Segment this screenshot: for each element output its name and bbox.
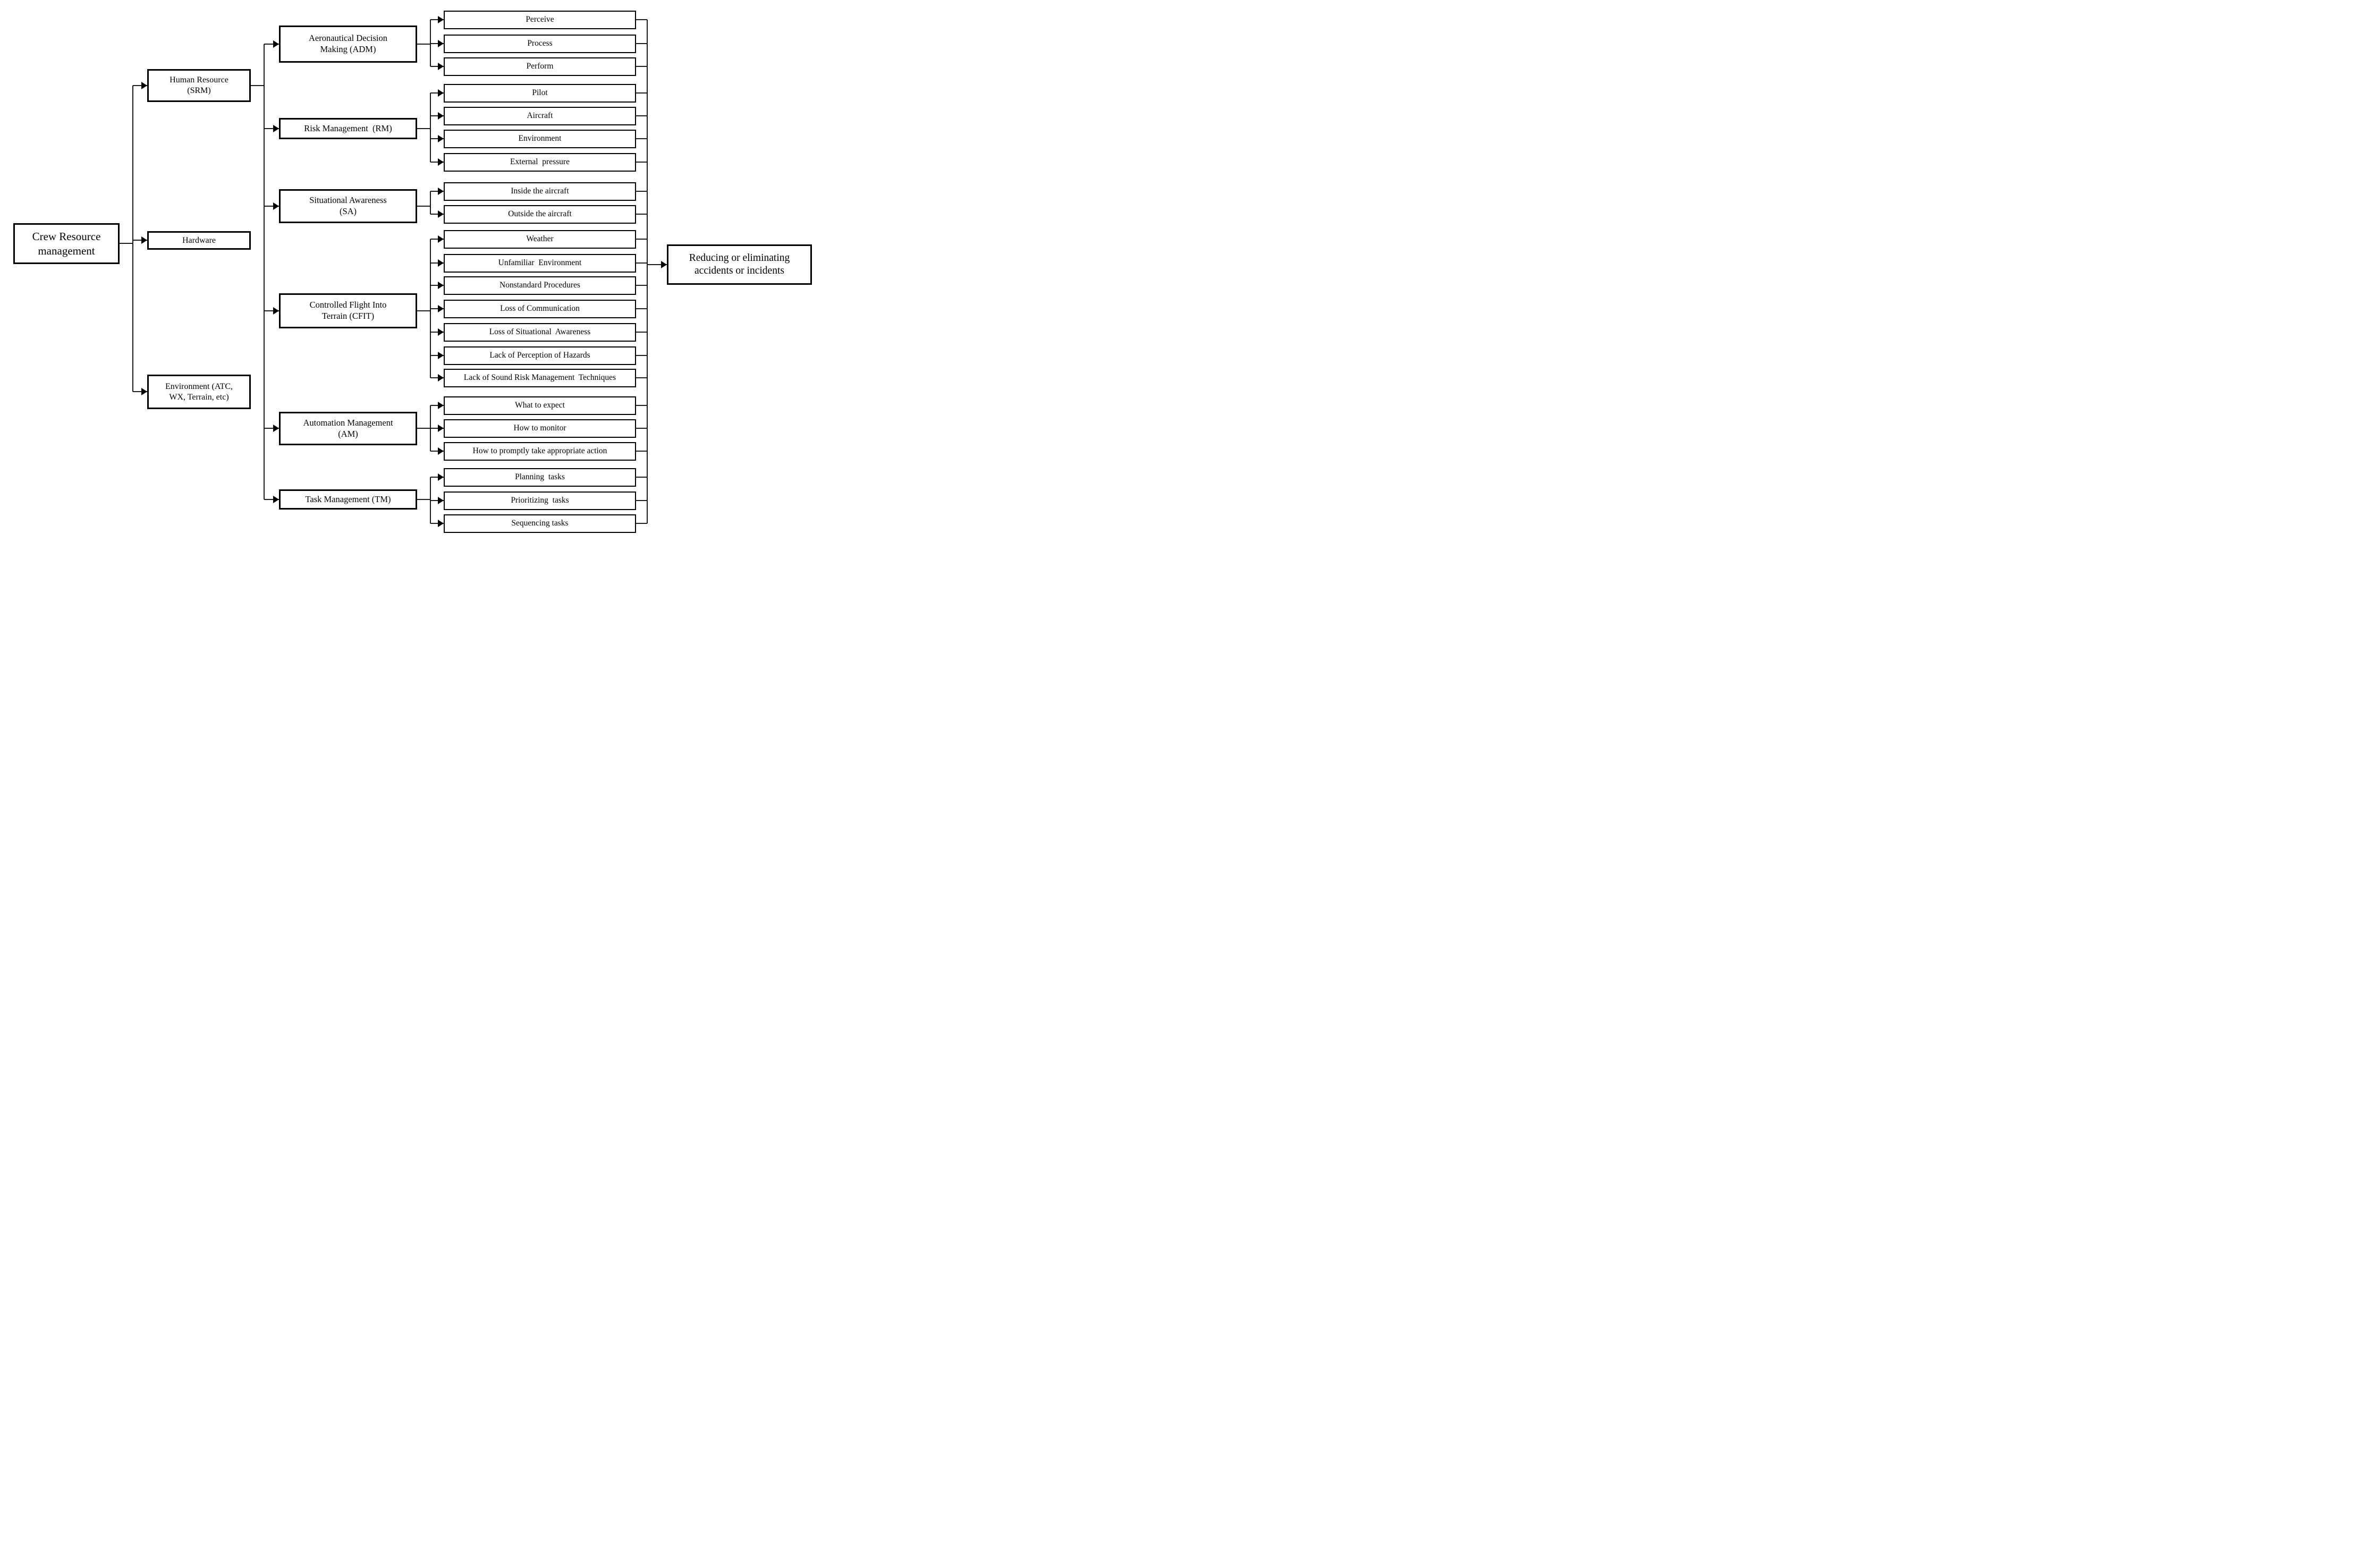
node-label: Hardware — [182, 235, 216, 245]
leaf-label: Unfamiliar Environment — [498, 258, 582, 268]
leaf-label: Outside the aircraft — [508, 209, 572, 219]
node-task-management: Task Management (TM) — [279, 489, 417, 510]
node-crew-resource-management: Crew Resource management — [13, 223, 120, 264]
node-label: Crew Resource management — [32, 230, 101, 257]
node-label: Risk Management (RM) — [304, 123, 392, 133]
leaf-perceive: Perceive — [444, 10, 636, 29]
leaf-label: Inside the aircraft — [511, 187, 569, 196]
leaf-perform: Perform — [444, 57, 636, 76]
node-label: Human Resource (SRM) — [170, 75, 228, 95]
node-controlled-flight-into-terrain: Controlled Flight Into Terrain (CFIT) — [279, 293, 417, 328]
leaf-label: Environment — [518, 134, 562, 143]
node-label: Automation Management (AM) — [303, 417, 393, 439]
leaf-label: Perceive — [526, 15, 554, 24]
leaf-how-to-monitor: How to monitor — [444, 419, 636, 438]
leaf-pilot: Pilot — [444, 83, 636, 103]
node-label: Reducing or eliminating accidents or inc… — [689, 252, 790, 276]
leaf-label: Perform — [526, 62, 554, 71]
leaf-weather: Weather — [444, 230, 636, 249]
leaf-label: How to promptly take appropriate action — [472, 446, 607, 456]
leaf-label: Loss of Situational Awareness — [489, 327, 591, 337]
node-situational-awareness: Situational Awareness (SA) — [279, 189, 417, 223]
leaf-label: External pressure — [510, 157, 570, 167]
leaf-label: Weather — [526, 234, 554, 244]
leaf-sequencing-tasks: Sequencing tasks — [444, 514, 636, 533]
leaf-inside-the-aircraft: Inside the aircraft — [444, 182, 636, 201]
node-environment-atc-wx-terrain: Environment (ATC, WX, Terrain, etc) — [147, 375, 251, 409]
collector-stubs — [636, 19, 647, 524]
leaf-outside-the-aircraft: Outside the aircraft — [444, 205, 636, 224]
leaf-label: Loss of Communication — [500, 304, 580, 313]
crm-flow-diagram: Crew Resource management Human Resource … — [0, 0, 821, 541]
leaf-loss-of-communication: Loss of Communication — [444, 299, 636, 318]
node-label: Task Management (TM) — [305, 494, 391, 504]
leaf-label: Prioritizing tasks — [511, 496, 569, 505]
leaf-label: What to expect — [515, 401, 565, 410]
leaf-label: Process — [527, 39, 553, 48]
node-label: Situational Awareness (SA) — [309, 195, 387, 216]
node-hardware: Hardware — [147, 231, 251, 250]
leaf-lack-of-perception-of-hazards: Lack of Perception of Hazards — [444, 346, 636, 365]
leaf-planning-tasks: Planning tasks — [444, 468, 636, 487]
leaf-what-to-expect: What to expect — [444, 396, 636, 415]
node-human-resource-srm: Human Resource (SRM) — [147, 69, 251, 102]
leaf-lack-of-sound-risk-management-techniques: Lack of Sound Risk Management Techniques — [444, 368, 636, 387]
leaf-label: Planning tasks — [515, 472, 565, 482]
node-label: Environment (ATC, WX, Terrain, etc) — [165, 382, 233, 402]
leaf-how-to-promptly-take-appropriate-action: How to promptly take appropriate action — [444, 442, 636, 461]
leaf-label: Sequencing tasks — [511, 519, 569, 528]
leaf-aircraft: Aircraft — [444, 106, 636, 125]
leaf-environment: Environment — [444, 129, 636, 148]
leaf-unfamiliar-environment: Unfamiliar Environment — [444, 253, 636, 273]
leaf-label: Lack of Perception of Hazards — [489, 351, 590, 360]
node-label: Controlled Flight Into Terrain (CFIT) — [309, 300, 387, 321]
leaf-process: Process — [444, 34, 636, 53]
leaf-label: Lack of Sound Risk Management Techniques — [463, 373, 616, 383]
leaf-external-pressure: External pressure — [444, 152, 636, 172]
leaf-label: Pilot — [532, 88, 548, 98]
leaf-prioritizing-tasks: Prioritizing tasks — [444, 491, 636, 510]
leaf-label: Aircraft — [527, 111, 553, 121]
node-aeronautical-decision-making: Aeronautical Decision Making (ADM) — [279, 26, 417, 63]
node-automation-management: Automation Management (AM) — [279, 412, 417, 445]
node-label: Aeronautical Decision Making (ADM) — [309, 33, 387, 54]
leaf-loss-of-situational-awareness: Loss of Situational Awareness — [444, 323, 636, 342]
node-risk-management: Risk Management (RM) — [279, 118, 417, 139]
node-outcome-reducing-accidents: Reducing or eliminating accidents or inc… — [667, 244, 812, 285]
leaf-nonstandard-procedures: Nonstandard Procedures — [444, 276, 636, 295]
leaf-label: Nonstandard Procedures — [499, 281, 580, 290]
connector-lines — [120, 16, 667, 527]
leaf-label: How to monitor — [513, 423, 566, 433]
